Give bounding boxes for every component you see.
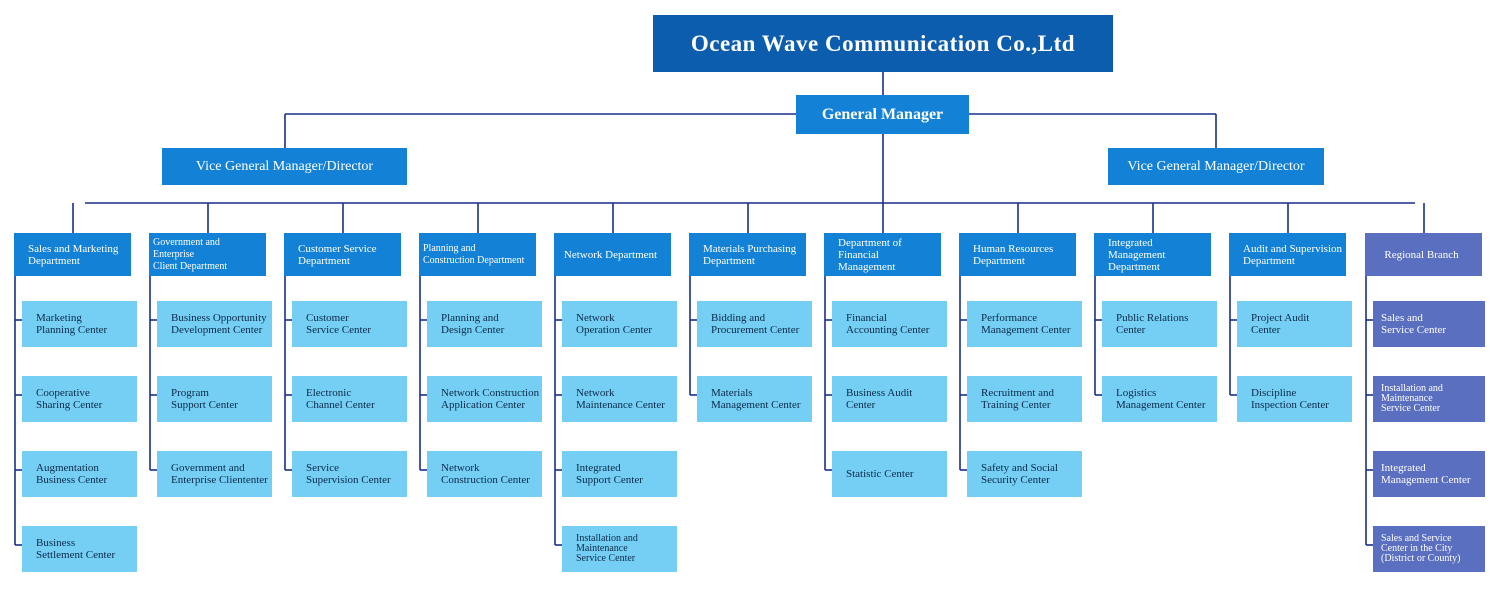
regional-unit: Integrated Management Center [1373,451,1485,497]
center-unit: Discipline Inspection Center [1237,376,1352,422]
center-unit: Recruitment and Training Center [967,376,1082,422]
center-unit: Business Opportunity Development Center [157,301,272,347]
department-header: Integrated Management Department [1094,233,1211,276]
regional-unit: Sales and Service Center [1373,301,1485,347]
department-header: Department of Financial Management [824,233,941,276]
center-unit: Project Audit Center [1237,301,1352,347]
vice-general-manager-left: Vice General Manager/Director [162,148,407,185]
regional-unit: Sales and Service Center in the City (Di… [1373,526,1485,572]
company-title: Ocean Wave Communication Co.,Ltd [653,15,1113,72]
center-unit: Installation and Maintenance Service Cen… [562,526,677,572]
center-unit: Program Support Center [157,376,272,422]
center-unit: Business Settlement Center [22,526,137,572]
center-unit: Network Construction Center [427,451,542,497]
center-unit: Business Audit Center [832,376,947,422]
department-header: Government and Enterprise Client Departm… [149,233,266,276]
center-unit: Integrated Support Center [562,451,677,497]
center-unit: Planning and Design Center [427,301,542,347]
center-unit: Bidding and Procurement Center [697,301,812,347]
department-header: Materials Purchasing Department [689,233,806,276]
center-unit: Marketing Planning Center [22,301,137,347]
center-unit: Network Construction Application Center [427,376,542,422]
center-unit: Safety and Social Security Center [967,451,1082,497]
vice-general-manager-right: Vice General Manager/Director [1108,148,1324,185]
center-unit: Electronic Channel Center [292,376,407,422]
center-unit: Network Maintenance Center [562,376,677,422]
center-unit: Customer Service Center [292,301,407,347]
center-unit: Augmentation Business Center [22,451,137,497]
center-unit: Cooperative Sharing Center [22,376,137,422]
center-unit: Statistic Center [832,451,947,497]
department-header: Network Department [554,233,671,276]
center-unit: Network Operation Center [562,301,677,347]
department-header: Sales and Marketing Department [14,233,131,276]
center-unit: Service Supervision Center [292,451,407,497]
center-unit: Public Relations Center [1102,301,1217,347]
department-header: Customer Service Department [284,233,401,276]
regional-unit: Installation and Maintenance Service Cen… [1373,376,1485,422]
department-header: Regional Branch [1365,233,1482,276]
general-manager-box: General Manager [796,95,969,134]
department-header: Human Resources Department [959,233,1076,276]
department-header: Planning and Construction Department [419,233,536,276]
center-unit: Logistics Management Center [1102,376,1217,422]
center-unit: Government and Enterprise Cliententer [157,451,272,497]
center-unit: Performance Management Center [967,301,1082,347]
department-header: Audit and Supervision Department [1229,233,1346,276]
center-unit: Financial Accounting Center [832,301,947,347]
center-unit: Materials Management Center [697,376,812,422]
